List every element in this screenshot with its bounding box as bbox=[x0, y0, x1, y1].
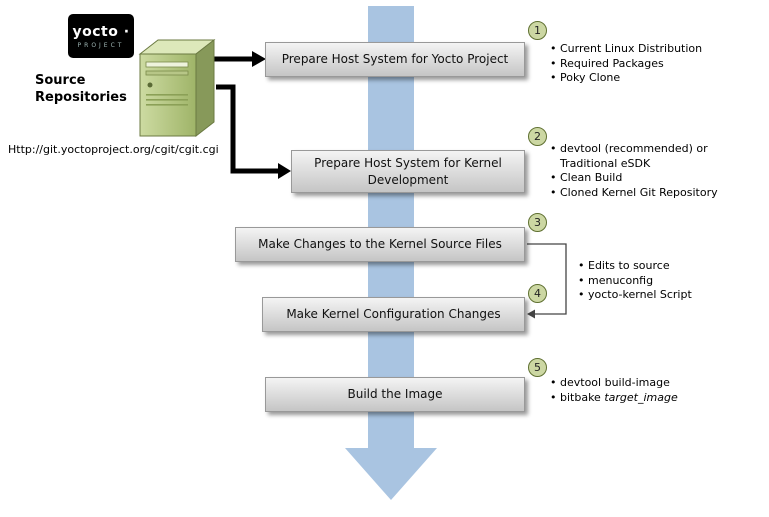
source-repositories-line1: Source bbox=[35, 73, 86, 88]
repo-url: Http://git.yoctoproject.org/cgit/cgit.cg… bbox=[8, 143, 219, 156]
source-repositories-label: Source Repositories bbox=[35, 72, 127, 106]
step-box-make-source-changes: Make Changes to the Kernel Source Files bbox=[235, 227, 525, 262]
yocto-logo-subtext: PROJECT bbox=[77, 41, 125, 49]
bullet-item: devtool (recommended) or Traditional eSD… bbox=[548, 142, 743, 171]
bullet-text-italic: target_image bbox=[604, 390, 678, 404]
yocto-logo: yocto · PROJECT bbox=[68, 14, 134, 58]
bullet-item: bitbake target_image bbox=[548, 391, 743, 406]
step-badge-2: 2 bbox=[528, 127, 547, 146]
bullet-item: Current Linux Distribution bbox=[548, 42, 763, 57]
step2-notes: devtool (recommended) or Traditional eSD… bbox=[548, 142, 743, 200]
step-box-build-image: Build the Image bbox=[265, 377, 525, 412]
connector-server-to-step1 bbox=[214, 51, 266, 67]
bullet-item: Poky Clone bbox=[548, 71, 763, 86]
step3-step4-notes: Edits to source menuconfig yocto-kernel … bbox=[576, 259, 741, 303]
connector-server-to-step2 bbox=[216, 84, 291, 179]
step-badge-1: 1 bbox=[528, 21, 547, 40]
bullet-item: Edits to source bbox=[576, 259, 741, 274]
bullet-text: bitbake bbox=[560, 390, 601, 404]
server-icon bbox=[138, 38, 216, 138]
step-box-make-config-changes: Make Kernel Configuration Changes bbox=[262, 297, 525, 332]
bullet-item: Clean Build bbox=[548, 171, 743, 186]
bullet-item: yocto-kernel Script bbox=[576, 288, 741, 303]
bullet-item: Cloned Kernel Git Repository bbox=[548, 186, 743, 201]
step-badge-3: 3 bbox=[528, 213, 547, 232]
step5-notes: devtool build-image bitbake target_image bbox=[548, 376, 743, 405]
step-box-prepare-host-kernel: Prepare Host System for Kernel Developme… bbox=[291, 150, 525, 193]
step-box-prepare-host-yocto: Prepare Host System for Yocto Project bbox=[265, 42, 525, 77]
step1-notes: Current Linux Distribution Required Pack… bbox=[548, 42, 763, 86]
bullet-text: devtool (recommended) or bbox=[560, 142, 708, 155]
yocto-logo-text: yocto · bbox=[72, 23, 130, 40]
bracket-step3-step4 bbox=[527, 243, 567, 319]
bullet-text-continuation: Traditional eSDK bbox=[560, 156, 651, 170]
bullet-item: Required Packages bbox=[548, 57, 763, 72]
bullet-item: menuconfig bbox=[576, 274, 741, 289]
step-badge-5: 5 bbox=[528, 358, 547, 377]
source-repositories-line2: Repositories bbox=[35, 90, 127, 105]
bullet-item: devtool build-image bbox=[548, 376, 743, 391]
step-badge-4: 4 bbox=[528, 284, 547, 303]
